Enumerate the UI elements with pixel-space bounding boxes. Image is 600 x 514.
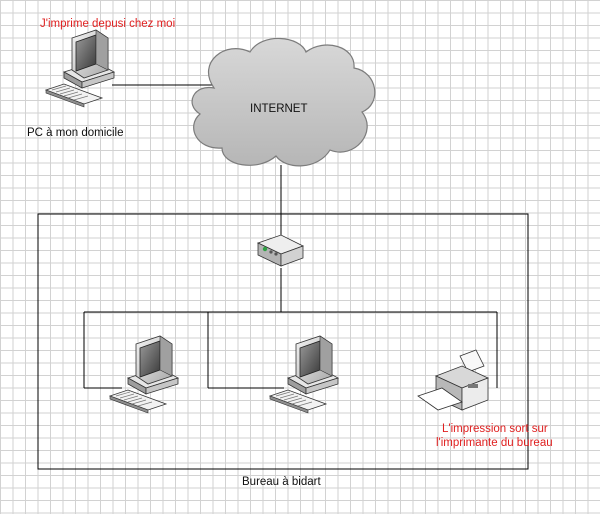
connection-lines <box>83 84 498 389</box>
home-note-label: J'imprime depusi chez moi <box>40 18 175 30</box>
computer-icon <box>269 335 339 414</box>
router-icon <box>256 234 305 267</box>
print-note-line2: l'imprimante du bureau <box>436 437 553 449</box>
office-label: Bureau à bidart <box>242 476 321 488</box>
home-pc-label: PC à mon domicile <box>27 127 124 139</box>
print-note-line1: L'impression sort sur <box>442 423 548 435</box>
printer-icon <box>417 349 490 411</box>
internet-label: INTERNET <box>250 103 308 115</box>
cloud-icon <box>191 37 376 167</box>
computer-icon <box>109 335 179 414</box>
computer-icon <box>45 29 115 108</box>
office-boundary <box>37 213 529 470</box>
